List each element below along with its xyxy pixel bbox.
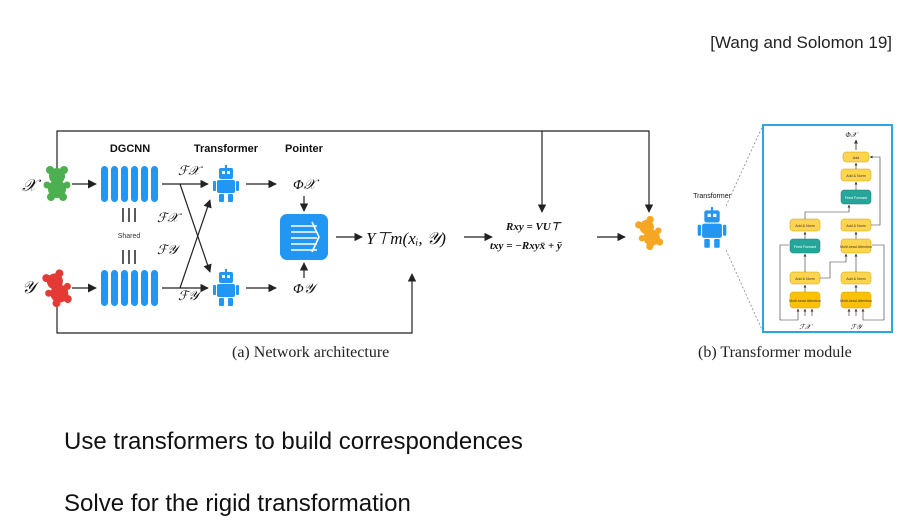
block-ffn-1: Feed Forward xyxy=(845,196,867,200)
module-phi-out: Φ𝒳 xyxy=(845,131,858,139)
caption-transformer-module: (b) Transformer module xyxy=(698,344,852,361)
phi-y-label: Φ𝒴 xyxy=(293,282,319,297)
robot-icon-top xyxy=(213,165,239,202)
block-mha-3: Multi-head Attention xyxy=(840,299,872,303)
pointer-icon xyxy=(280,214,328,260)
zoom-guides xyxy=(725,124,764,333)
feature-arrows xyxy=(162,179,212,293)
red-bear-icon xyxy=(38,267,77,310)
module-label: Transformer xyxy=(693,193,732,200)
skip-connections xyxy=(56,130,654,334)
header-dgcnn: DGCNN xyxy=(110,143,150,155)
module-input-x: ℱ𝒳 xyxy=(799,323,813,331)
svd-rotation: Rxy = VU⊤ xyxy=(505,221,562,233)
block-add-norm-2: Add & Norm xyxy=(795,224,815,228)
dgcnn-bottom xyxy=(101,270,158,306)
block-add: Add xyxy=(853,156,859,160)
block-add-norm-5: Add & Norm xyxy=(846,277,866,281)
input-x-label: 𝒳 xyxy=(22,176,42,195)
module-connections xyxy=(779,155,885,321)
header-pointer: Pointer xyxy=(285,143,324,155)
block-add-norm-1: Add & Norm xyxy=(846,174,866,178)
block-mha-1: Multi-head Attention xyxy=(840,245,872,249)
transformer-module-box xyxy=(762,124,893,333)
phi-x-label: Φ𝒳 xyxy=(293,178,320,193)
citation: [Wang and Solomon 19] xyxy=(710,33,892,52)
feature-fx-top: ℱ𝒳 xyxy=(178,163,203,178)
block-add-norm-4: Add & Norm xyxy=(795,277,815,281)
module-block-labels: Add Add & Norm Feed Forward Add & Norm F… xyxy=(789,156,872,303)
block-add-norm-3: Add & Norm xyxy=(846,224,866,228)
bullet-rigid-transformation: Solve for the rigid transformation xyxy=(64,490,411,517)
dgcnn-top xyxy=(101,166,158,202)
feature-fy-bot: ℱ𝒴 xyxy=(178,288,202,303)
module-input-y: ℱ𝒴 xyxy=(851,323,865,331)
orange-bear-icon xyxy=(631,213,668,253)
bullet-correspondences: Use transformers to build correspondence… xyxy=(64,428,523,455)
shared-label: Shared xyxy=(118,233,141,240)
robot-icon-bottom xyxy=(213,269,239,306)
shared-weights-bars xyxy=(122,208,136,264)
block-ffn-2: Feed Forward xyxy=(794,245,816,249)
svd-translation: txy = −Rxyx̄ + ȳ xyxy=(490,240,562,252)
feature-fy-mid: ℱ𝒴 xyxy=(157,242,181,257)
block-mha-2: Multi-head Attention xyxy=(789,299,821,303)
green-bear-icon xyxy=(43,166,71,201)
module-blocks xyxy=(789,151,872,309)
soft-map-formula: Y⊤m(xᵢ, 𝒴) xyxy=(366,229,446,248)
caption-network-architecture: (a) Network architecture xyxy=(232,344,390,361)
module-robot-icon xyxy=(697,207,727,248)
architecture-figure: DGCNN Transformer Pointer 𝒳 𝒴 Shared ℱ𝒳 … xyxy=(22,124,893,334)
input-y-label: 𝒴 xyxy=(22,278,40,297)
feature-fx-mid: ℱ𝒳 xyxy=(157,210,182,225)
header-transformer: Transformer xyxy=(194,143,259,155)
